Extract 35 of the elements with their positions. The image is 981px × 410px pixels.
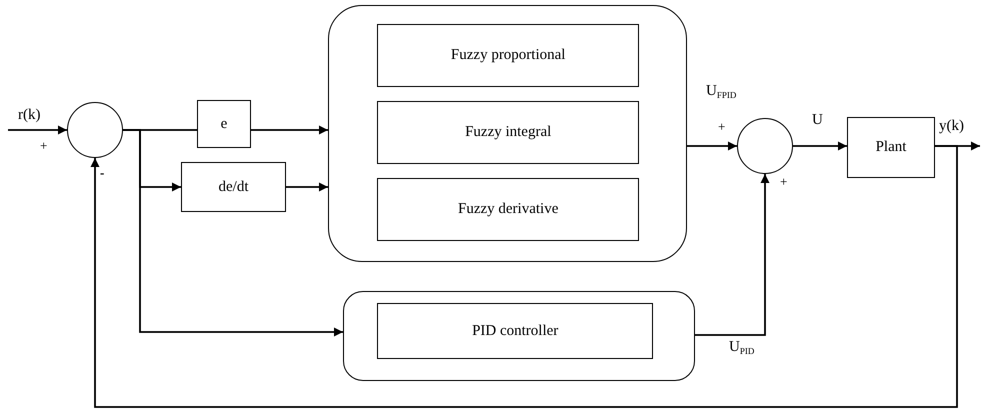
block-label: Fuzzy integral bbox=[465, 124, 552, 142]
block-group bbox=[328, 5, 687, 262]
block bbox=[377, 24, 640, 88]
arrow bbox=[123, 129, 343, 336]
block bbox=[377, 178, 640, 242]
block-label: Fuzzy derivative bbox=[458, 201, 558, 218]
signal-label: y(k) bbox=[939, 119, 964, 134]
block bbox=[847, 117, 935, 178]
arrow bbox=[8, 126, 67, 134]
arrow bbox=[793, 142, 847, 150]
block bbox=[377, 101, 640, 164]
sign-label: + bbox=[40, 139, 48, 152]
block-label: e bbox=[220, 116, 228, 132]
arrow bbox=[687, 142, 737, 150]
block-label: PID controller bbox=[472, 322, 558, 340]
block-label: de/dt bbox=[218, 178, 248, 196]
arrow bbox=[251, 126, 328, 134]
sign-label: - bbox=[100, 166, 104, 179]
summing-junction bbox=[67, 102, 123, 158]
arrow bbox=[286, 182, 328, 192]
sign-label: + bbox=[780, 175, 788, 188]
arrow bbox=[695, 174, 770, 336]
sign-label: + bbox=[718, 120, 726, 133]
summing-junction bbox=[737, 118, 793, 174]
signal-label: r(k) bbox=[18, 108, 40, 123]
signal-label: U$_{PID}$ bbox=[729, 340, 754, 356]
signal-label: U$_{FPID}$ bbox=[706, 84, 736, 100]
block bbox=[377, 303, 654, 360]
block-group bbox=[343, 291, 695, 381]
arrow bbox=[90, 145, 958, 408]
block-label: Plant bbox=[876, 139, 906, 156]
block bbox=[181, 162, 286, 212]
signal-label: U bbox=[812, 113, 823, 128]
block bbox=[197, 100, 251, 148]
block-label: Fuzzy proportional bbox=[450, 47, 566, 64]
